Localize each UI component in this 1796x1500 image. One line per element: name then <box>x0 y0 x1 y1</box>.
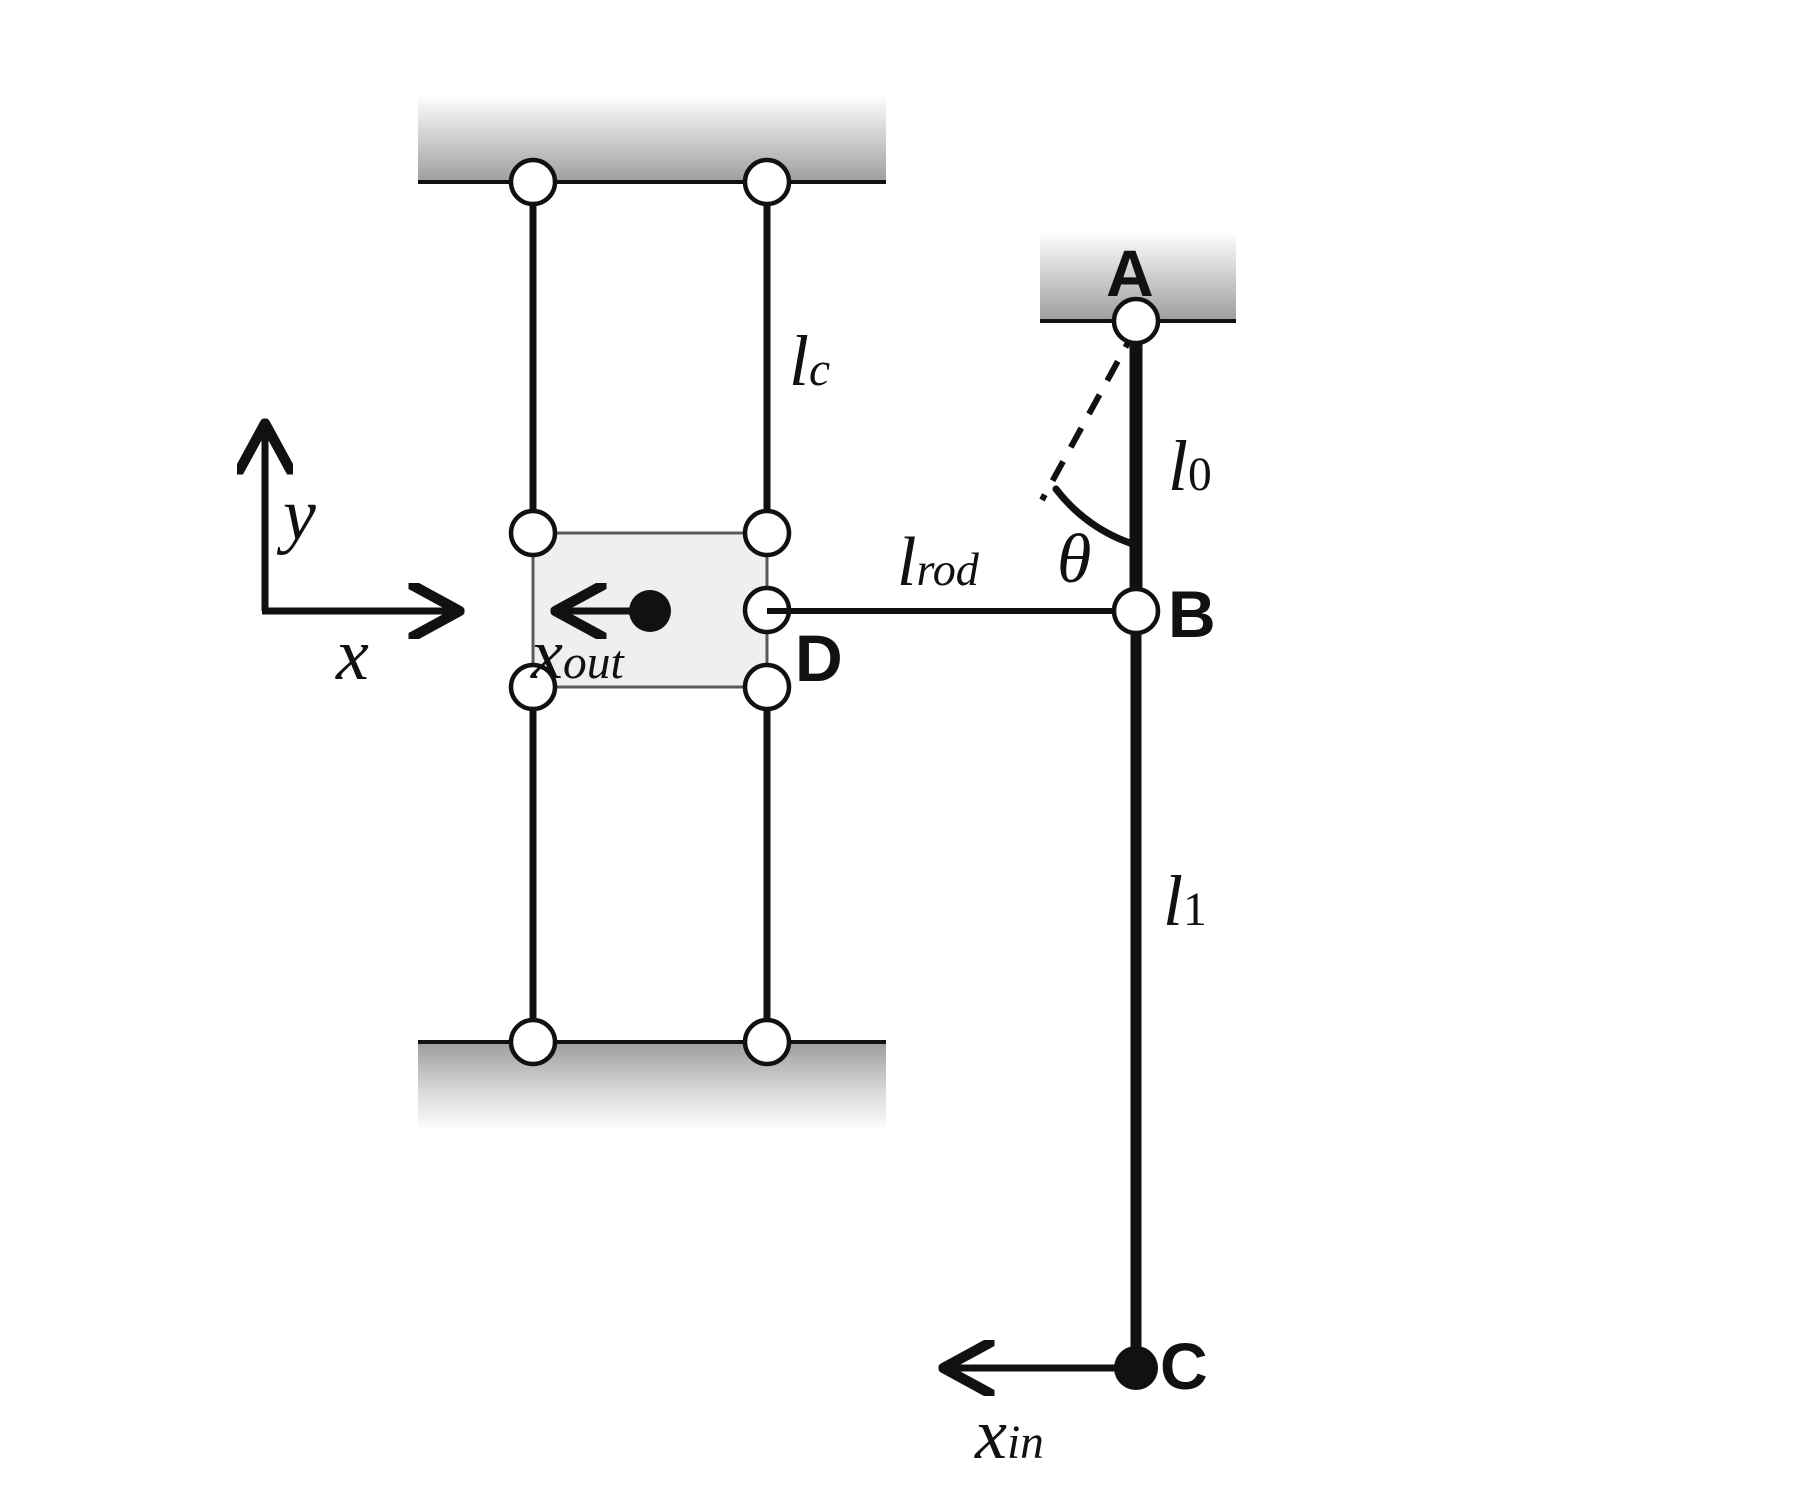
point-A-label: A <box>1106 236 1154 310</box>
length-rod-subscript: rod <box>916 544 979 595</box>
pivot-bottom-left <box>508 1017 558 1067</box>
pivot-B <box>1111 586 1161 636</box>
x-in-subscript: in <box>1006 1417 1044 1469</box>
length-c-subscript: c <box>809 344 831 396</box>
length-c-label: lc <box>789 321 831 401</box>
pivot-top-right <box>742 157 792 207</box>
axis-x-label: x <box>336 614 369 696</box>
ground-block-top <box>418 95 886 184</box>
point-C-label: C <box>1160 1329 1208 1403</box>
theta-angle-arc <box>1052 485 1140 549</box>
length-1-subscript: 1 <box>1183 884 1207 936</box>
length-rod-label: lrod <box>897 524 979 601</box>
axis-y-label: y <box>283 474 316 556</box>
pivot-stage-top-right <box>742 508 792 558</box>
x-out-label: xout <box>531 614 624 694</box>
length-0-subscript: 0 <box>1188 449 1212 501</box>
flexure-beams <box>529 186 771 1039</box>
x-out-subscript: out <box>562 637 624 689</box>
pivot-A <box>1111 296 1161 346</box>
length-1-label: l1 <box>1163 861 1207 941</box>
ground-block-bottom <box>418 1040 886 1132</box>
coordinate-axes <box>262 428 455 611</box>
x-in-label: xin <box>975 1394 1044 1474</box>
pivot-top-left <box>508 157 558 207</box>
theta-label: θ <box>1057 521 1092 598</box>
reference-dashed-line <box>1039 326 1139 502</box>
pivot-stage-top-left <box>508 508 558 558</box>
mechanism-pivots <box>508 157 792 1067</box>
output-mass-dot <box>629 590 671 632</box>
mass-C-dot <box>1114 1346 1158 1390</box>
pivot-stage-bottom-right <box>742 662 792 712</box>
point-D-label: D <box>795 621 843 695</box>
point-B-label: B <box>1168 577 1216 651</box>
length-0-label: l0 <box>1168 426 1212 506</box>
pivot-stage-bottom-left <box>508 662 558 712</box>
pivot-bottom-right <box>742 1017 792 1067</box>
